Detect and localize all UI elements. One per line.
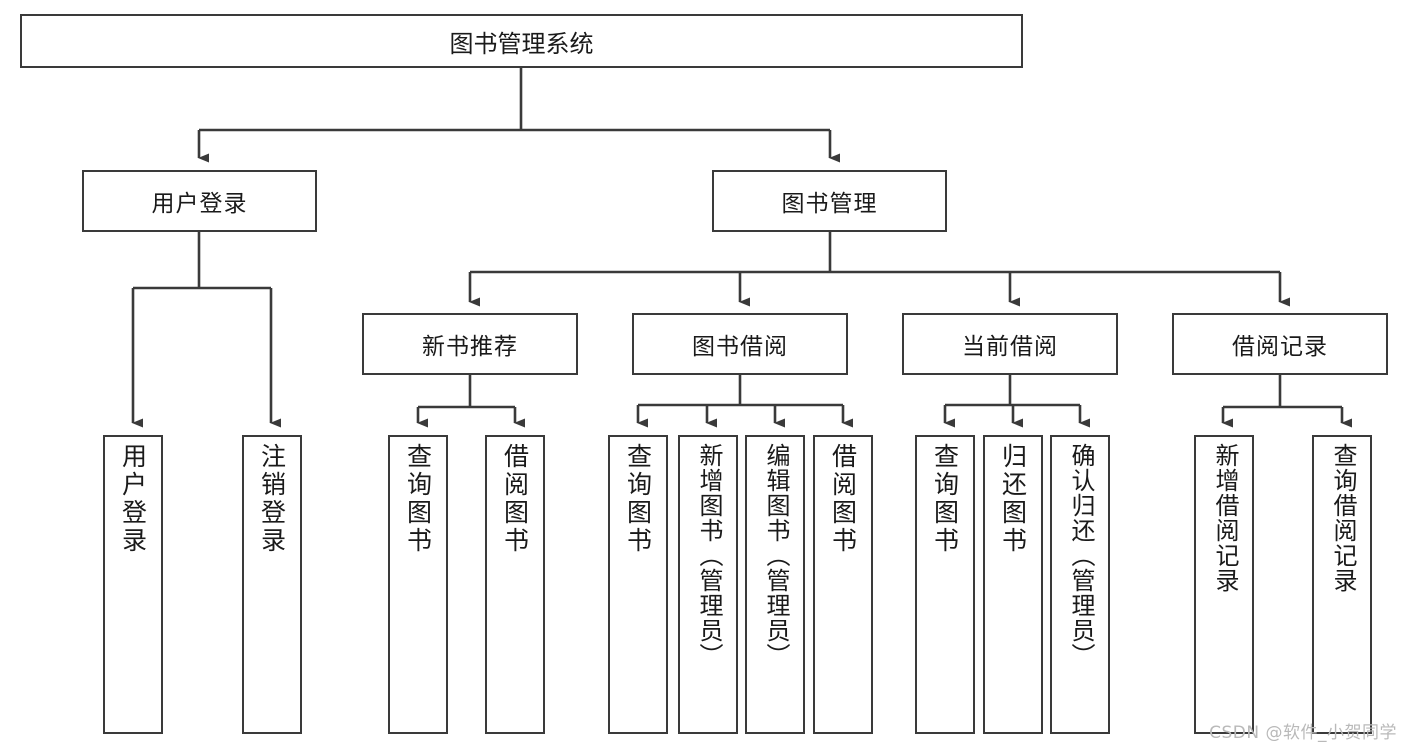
node-label: 图书管理系统 — [449, 29, 594, 58]
leaf-borrow-borrow-book[interactable]: 借阅图书 — [813, 435, 873, 734]
node-label: 当前借阅 — [962, 334, 1058, 360]
node-book-borrow[interactable]: 图书借阅 — [632, 313, 848, 375]
node-label: 借阅图书 — [828, 443, 858, 555]
leaf-current-return-book[interactable]: 归还图书 — [983, 435, 1043, 734]
node-label: 查询图书 — [403, 443, 433, 555]
node-label: 图书借阅 — [692, 334, 788, 360]
node-label: 用户登录 — [151, 191, 248, 217]
leaf-user-login[interactable]: 用户登录 — [103, 435, 163, 734]
leaf-current-query-book[interactable]: 查询图书 — [915, 435, 975, 734]
node-book-management[interactable]: 图书管理 — [712, 170, 947, 232]
node-label: 图书管理 — [781, 191, 878, 217]
node-user-login[interactable]: 用户登录 — [82, 170, 317, 232]
node-label: 借阅记录 — [1232, 334, 1328, 360]
leaf-borrow-add-book-admin[interactable]: 新增图书（管理员） — [678, 435, 738, 734]
node-current-borrow[interactable]: 当前借阅 — [902, 313, 1118, 375]
node-new-book-recommend[interactable]: 新书推荐 — [362, 313, 578, 375]
node-root-system[interactable]: 图书管理系统 — [20, 14, 1023, 68]
node-borrow-record[interactable]: 借阅记录 — [1172, 313, 1388, 375]
leaf-recommend-borrow-book[interactable]: 借阅图书 — [485, 435, 545, 734]
leaf-record-add-borrow-record[interactable]: 新增借阅记录 — [1194, 435, 1254, 734]
node-label: 查询图书 — [930, 443, 960, 555]
node-label: 新增图书（管理员） — [694, 443, 723, 668]
node-label: 新增借阅记录 — [1210, 443, 1239, 593]
node-label: 确认归还（管理员） — [1066, 443, 1095, 668]
node-label: 编辑图书（管理员） — [761, 443, 790, 668]
node-label: 借阅图书 — [500, 443, 530, 555]
leaf-borrow-edit-book-admin[interactable]: 编辑图书（管理员） — [745, 435, 805, 734]
node-label: 新书推荐 — [422, 334, 518, 360]
node-label: 注销登录 — [257, 443, 287, 555]
leaf-recommend-query-book[interactable]: 查询图书 — [388, 435, 448, 734]
leaf-borrow-query-book[interactable]: 查询图书 — [608, 435, 668, 734]
node-label: 归还图书 — [998, 443, 1028, 555]
csdn-watermark: CSDN @软件_小贺同学 — [1209, 723, 1397, 743]
node-label: 查询图书 — [623, 443, 653, 555]
leaf-current-confirm-return-admin[interactable]: 确认归还（管理员） — [1050, 435, 1110, 734]
leaf-user-logout[interactable]: 注销登录 — [242, 435, 302, 734]
node-label: 用户登录 — [118, 443, 148, 555]
leaf-record-query-borrow-record[interactable]: 查询借阅记录 — [1312, 435, 1372, 734]
node-label: 查询借阅记录 — [1328, 443, 1357, 593]
